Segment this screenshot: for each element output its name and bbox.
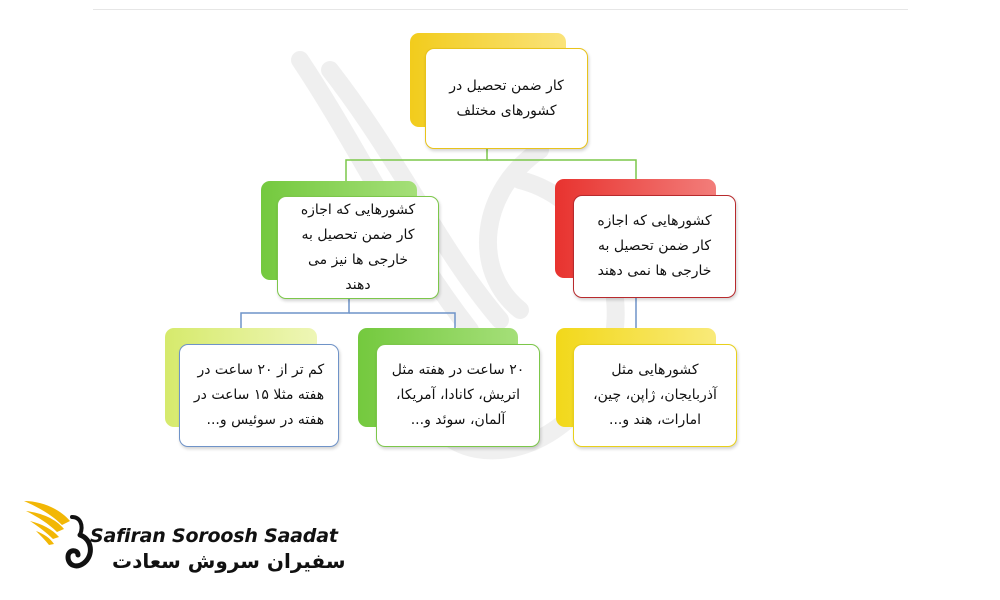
brand-name-english: Safiran Soroosh Saadat [90,525,338,547]
node-allowed-card: کشورهایی که اجازه کار ضمن تحصیل به خارجی… [277,196,439,299]
node-leaf3-card: کشورهایی مثل آذربایجان، ژاپن، چین، امارا… [573,344,737,447]
brand-logo: Safiran Soroosh Saadat سفیران سروش سعادت [22,495,346,585]
node-allowed-text: کشورهایی که اجازه کار ضمن تحصیل به خارجی… [300,201,416,293]
brand-name-persian: سفیران سروش سعادت [112,549,346,573]
wing-logo-icon [24,501,93,569]
top-divider [93,9,908,10]
node-not-allowed-text: کشورهایی که اجازه کار ضمن تحصیل به خارجی… [597,213,712,279]
connector-root-allowed [345,149,488,196]
node-leaf2-text: ۲۰ ساعت در هفته مثل اتریش، کانادا، آمریک… [391,362,525,428]
node-root-card: کار ضمن تحصیل در کشورهای مختلف [425,48,588,149]
node-leaf1-card: کم تر از ۲۰ ساعت در هفته مثلا ۱۵ ساعت در… [179,344,339,447]
node-not-allowed-card: کشورهایی که اجازه کار ضمن تحصیل به خارجی… [573,195,736,298]
node-leaf2-card: ۲۰ ساعت در هفته مثل اتریش، کانادا، آمریک… [376,344,540,447]
node-root-text: کار ضمن تحصیل در کشورهای مختلف [449,77,564,119]
node-leaf1-text: کم تر از ۲۰ ساعت در هفته مثلا ۱۵ ساعت در… [193,362,325,428]
node-leaf3-text: کشورهایی مثل آذربایجان، ژاپن، چین، امارا… [593,362,717,428]
